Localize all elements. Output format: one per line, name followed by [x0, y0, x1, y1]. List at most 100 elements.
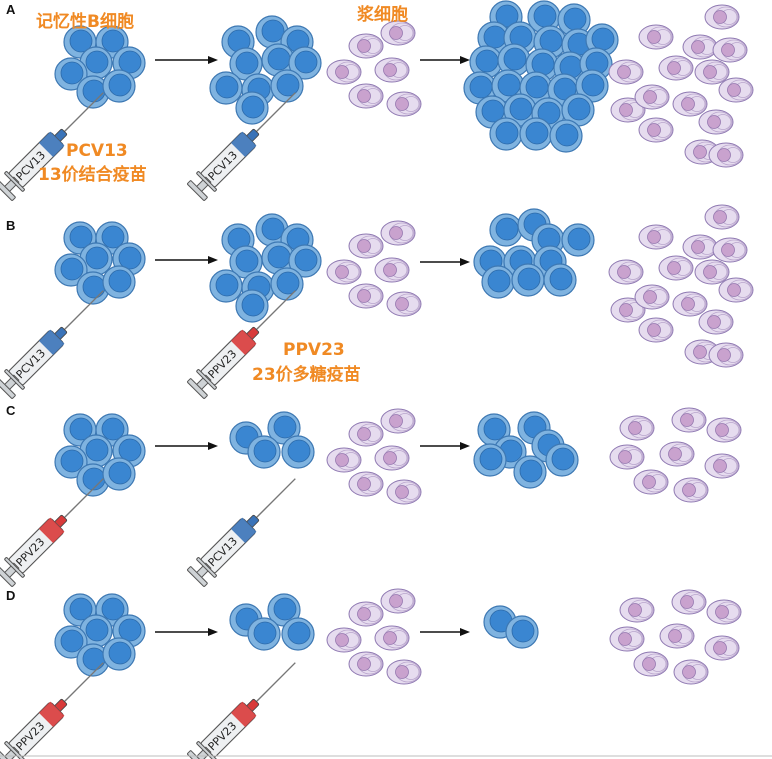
- panel-a-middle-b-cell-9: [270, 69, 304, 103]
- panel-a-arrow-1: [155, 56, 218, 64]
- panel-c-end-plasma-cell-1: [619, 415, 655, 441]
- panel-a-end-plasma-cell-9: [610, 97, 646, 123]
- panel-a-middle-b-cell-6: [288, 46, 322, 80]
- panel-b-middle-b-cell-4: [229, 245, 263, 279]
- panel-b-middle-b-cell-5: [261, 241, 295, 275]
- panel-a-end-plasma-cell-10: [634, 84, 670, 110]
- panel-a-middle-plasma-cell-3: [326, 59, 362, 85]
- panel-d-middle-b-cell-2: [267, 593, 301, 627]
- panel-b-start-b-cell-3: [79, 242, 113, 276]
- panel-a-middle-plasma-cell-4: [374, 57, 410, 83]
- panel-c-middle-plasma-cell-3: [326, 447, 362, 473]
- panel-c-middle-b-cell-3: [247, 435, 281, 469]
- panel-b-middle-plasma-cell-6: [386, 291, 422, 317]
- panel-b-arrow-1: [155, 256, 218, 264]
- panel-a-end-plasma-cell-5: [608, 59, 644, 85]
- panel-d-end-plasma-cell-8: [673, 659, 709, 685]
- panel-b-arrow-2: [420, 258, 470, 266]
- pcv13-name-label: PCV13: [66, 141, 128, 161]
- panel-b-end-plasma-cell-12: [698, 309, 734, 335]
- ppv23-desc-label: 23价多糖疫苗: [252, 364, 361, 385]
- panel-c-end-plasma-cell-8: [673, 477, 709, 503]
- panel-b-end-b-cell-1: [489, 213, 523, 247]
- panel-a-middle-plasma-cell-2: [380, 20, 416, 46]
- panel-a-end-b-cell-25: [549, 119, 583, 153]
- panel-a-end-b-cell-22: [561, 93, 595, 127]
- panel-a-end-plasma-cell-8: [718, 77, 754, 103]
- panel-d-middle-b-cell-4: [281, 617, 315, 651]
- panel-a-end-plasma-cell-1: [638, 24, 674, 50]
- panel-d-end-plasma-cell-6: [704, 635, 740, 661]
- panel-b-end-b-cell-10: [543, 263, 577, 297]
- panel-a-end-plasma-cell-3: [682, 34, 718, 60]
- panel-a-start-b-cell-4: [54, 57, 88, 91]
- panel-d-middle-plasma-cell-6: [386, 659, 422, 685]
- panel-a-middle-b-cell-7: [209, 71, 243, 105]
- panel-b-end-plasma-cell-13: [638, 317, 674, 343]
- panel-c-end-plasma-cell-6: [704, 453, 740, 479]
- panel-d-second-syringe: PPV23: [187, 662, 296, 759]
- panel-c-arrow-1: [155, 442, 218, 450]
- panel-b-end-plasma-cell-3: [682, 234, 718, 260]
- panel-letter-a: A: [6, 2, 16, 17]
- panel-b-start-b-cell-6: [76, 271, 110, 305]
- panel-d-start-b-cell-4: [54, 625, 88, 659]
- panel-c-start-b-cell-7: [102, 457, 136, 491]
- panel-c-middle-plasma-cell-5: [348, 471, 384, 497]
- panel-d-middle-plasma-cell-3: [326, 627, 362, 653]
- panel-d-end-plasma-cell-4: [609, 626, 645, 652]
- panel-c-middle-plasma-cell-1: [348, 421, 384, 447]
- panel-b-middle-plasma-cell-4: [374, 257, 410, 283]
- panel-a-middle-plasma-cell-1: [348, 33, 384, 59]
- panel-d-end-plasma-cell-2: [671, 589, 707, 615]
- panel-a-end-plasma-cell-13: [638, 117, 674, 143]
- panel-a-end-b-cell-24: [519, 117, 553, 151]
- panel-b-first-syringe: PCV13: [0, 290, 104, 399]
- arrows-layer: [155, 56, 470, 636]
- panel-b-middle-plasma-cell-2: [380, 220, 416, 246]
- panel-b-end-plasma-cell-10: [634, 284, 670, 310]
- panel-c-start-b-cell-4: [54, 445, 88, 479]
- panel-b-middle-plasma-cell-3: [326, 259, 362, 285]
- panel-a-end-b-cell-18: [575, 69, 609, 103]
- panel-d-arrow-1: [155, 628, 218, 636]
- panel-a-end-plasma-cell-4: [712, 37, 748, 63]
- panel-b-end-plasma-cell-6: [658, 255, 694, 281]
- panel-b-middle-b-cell-9: [270, 267, 304, 301]
- panel-d-middle-plasma-cell-1: [348, 601, 384, 627]
- panel-b-end-b-cell-8: [481, 265, 515, 299]
- panel-a-end-b-cell-10: [497, 43, 531, 77]
- panel-b-middle-b-cell-10: [235, 289, 269, 323]
- panel-a-first-syringe: PCV13: [0, 92, 104, 201]
- panel-b-middle-b-cell-2: [255, 213, 289, 247]
- panel-c-end-plasma-cell-5: [659, 441, 695, 467]
- panel-b-end-plasma-cell-15: [708, 342, 744, 368]
- panel-c-middle-b-cell-2: [267, 411, 301, 445]
- panel-c-end-b-cell-5: [473, 443, 507, 477]
- panel-a-middle-b-cell-10: [235, 91, 269, 125]
- panel-b-end-plasma-cell-4: [712, 237, 748, 263]
- panel-c-end-b-cell-6: [513, 455, 547, 489]
- panel-a-middle-plasma-cell-5: [348, 83, 384, 109]
- panel-a-start-b-cell-7: [102, 69, 136, 103]
- panel-c-second-syringe: PCV13: [187, 478, 296, 587]
- panel-letter-d: D: [6, 588, 15, 603]
- panel-d-middle-plasma-cell-4: [374, 625, 410, 651]
- panel-c-middle-plasma-cell-4: [374, 445, 410, 471]
- panel-a-start-b-cell-1: [63, 25, 97, 59]
- panel-a-end-plasma-cell-12: [698, 109, 734, 135]
- panel-c-end-plasma-cell-4: [609, 444, 645, 470]
- panel-d-end-plasma-cell-1: [619, 597, 655, 623]
- panel-b-start-b-cell-4: [54, 253, 88, 287]
- panel-b-end-plasma-cell-7: [694, 259, 730, 285]
- panel-c-arrow-2: [420, 442, 470, 450]
- panel-a-end-plasma-cell-15: [708, 142, 744, 168]
- memory-b-cell-label: 记忆性B细胞: [36, 11, 134, 32]
- panel-b-start-b-cell-7: [102, 265, 136, 299]
- panel-d-end-plasma-cell-3: [706, 599, 742, 625]
- plasma-cell-label: 浆细胞: [357, 4, 408, 25]
- panel-c-end-b-cell-7: [545, 443, 579, 477]
- panel-c-end-plasma-cell-7: [633, 469, 669, 495]
- panel-a-end-b-cell-2: [527, 0, 561, 34]
